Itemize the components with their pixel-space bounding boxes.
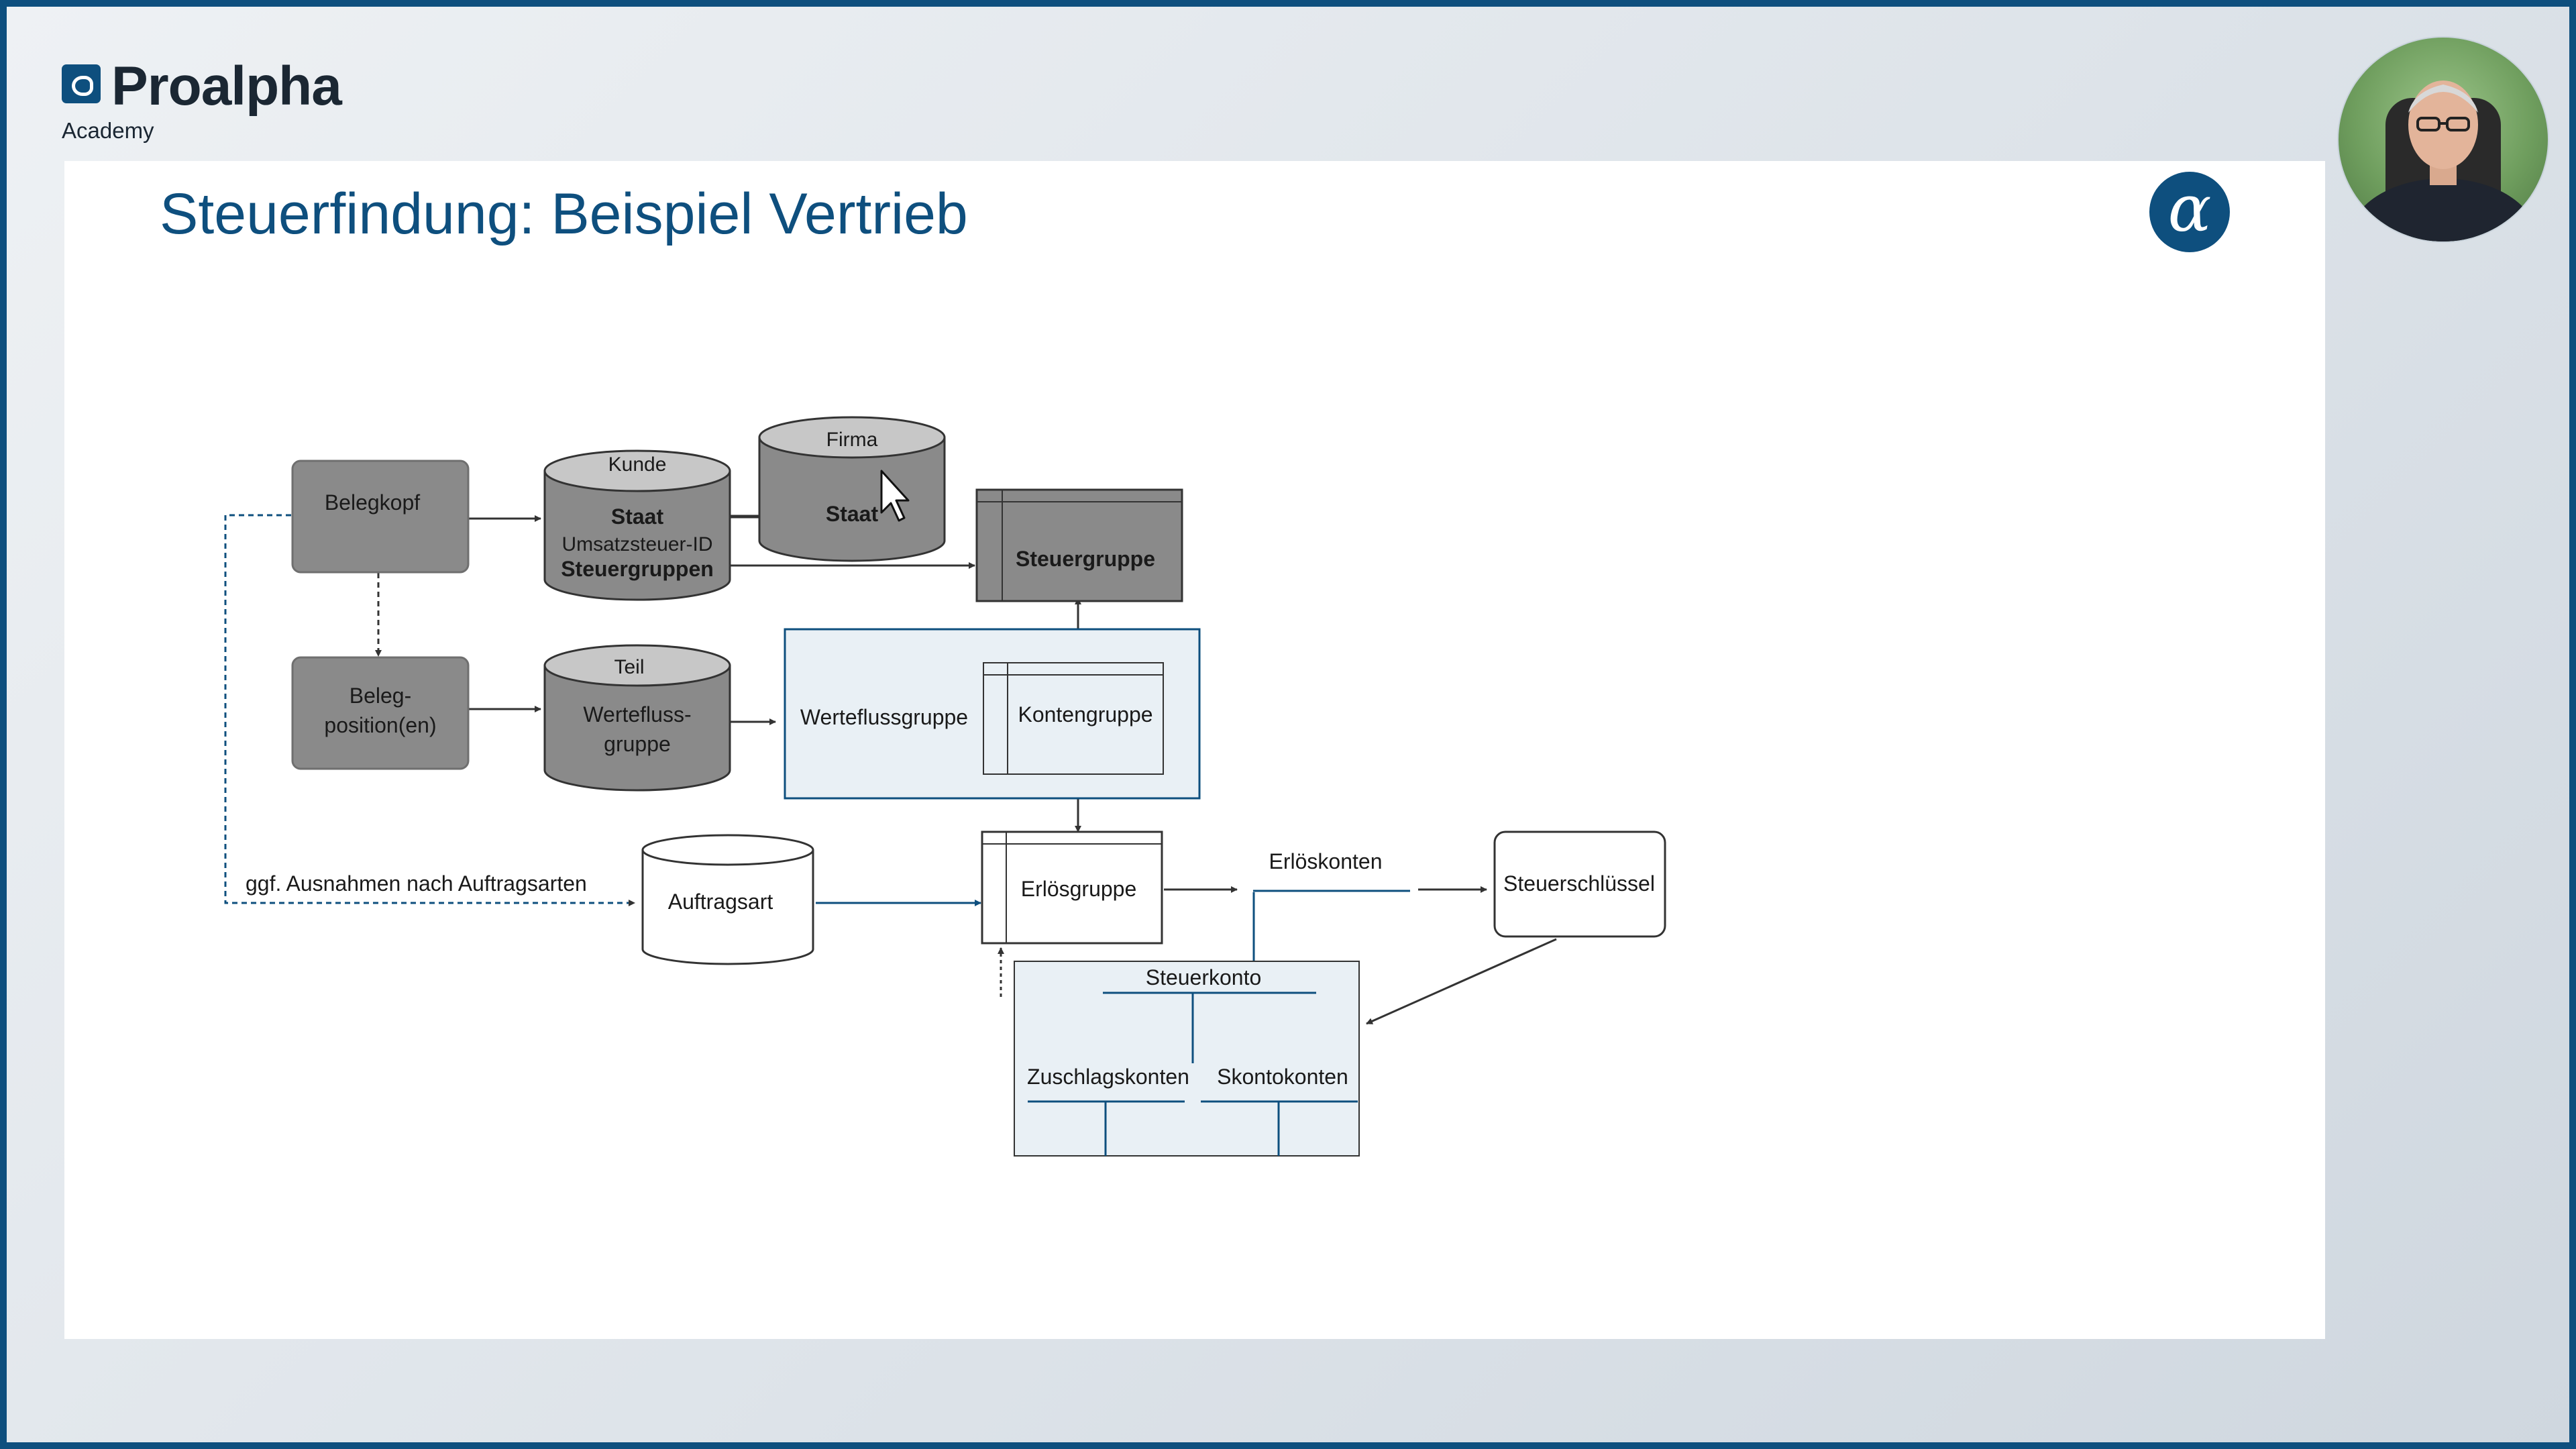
brand-subtitle: Academy	[62, 118, 154, 143]
svg-text:Steuergruppen: Steuergruppen	[561, 557, 714, 581]
belegposition-box: Beleg- position(en)	[291, 656, 470, 770]
svg-text:Kunde: Kunde	[608, 453, 667, 476]
steuerkonto-box: Steuerkonto Zuschlagskonten Skontokonten	[1014, 961, 1360, 1157]
kontengruppe-label: Kontengruppe	[1018, 702, 1152, 727]
svg-text:Erlösgruppe: Erlösgruppe	[1021, 877, 1137, 901]
svg-text:Umsatzsteuer-ID: Umsatzsteuer-ID	[561, 533, 712, 555]
ausnahmen-label: ggf. Ausnahmen nach Auftragsarten	[246, 871, 587, 896]
svg-text:Teil: Teil	[614, 656, 644, 678]
svg-text:Staat: Staat	[826, 502, 879, 526]
brand-name: Proalpha	[111, 56, 342, 117]
svg-text:Beleg-: Beleg-	[350, 684, 412, 708]
werteflussgruppe-box: Werteﬂussgruppe Kontengruppe	[784, 628, 1201, 800]
zuschlagskonten-label: Zuschlagskonten	[1027, 1065, 1189, 1089]
svg-text:Steuergruppe: Steuergruppe	[1016, 547, 1155, 571]
svg-text:Firma: Firma	[826, 429, 878, 451]
svg-text:Werteﬂussgruppe: Werteﬂussgruppe	[800, 705, 968, 729]
firma-cylinder: Firma Staat	[758, 416, 946, 562]
mouse-cursor-icon	[880, 470, 910, 522]
steuerschluessel-box: Steuerschlüssel	[1493, 830, 1666, 938]
presenter-webcam	[2337, 36, 2549, 243]
svg-text:Steuerschlüssel: Steuerschlüssel	[1503, 871, 1655, 896]
steuergruppe-box: Steuergruppe	[975, 488, 1183, 602]
svg-text:Auftragsart: Auftragsart	[668, 890, 773, 914]
svg-text:Steuerkonto: Steuerkonto	[1146, 965, 1262, 989]
skontokonten-label: Skontokonten	[1217, 1065, 1348, 1089]
svg-text:gruppe: gruppe	[604, 732, 671, 756]
svg-text:position(en): position(en)	[324, 713, 436, 737]
erloeskonten-label: Erlöskonten	[1253, 849, 1410, 892]
proalpha-logo-icon	[62, 64, 101, 103]
svg-text:Staat: Staat	[611, 504, 664, 529]
belegkopf-box: Belegkopf	[291, 460, 470, 574]
svg-text:Werteﬂuss-: Werteﬂuss-	[583, 702, 691, 727]
kunde-cylinder: Kunde Staat Umsatzsteuer-ID Steuergruppe…	[543, 449, 731, 601]
alpha-logo-icon: α	[2149, 172, 2230, 252]
svg-text:Belegkopf: Belegkopf	[325, 490, 420, 515]
teil-cylinder: Teil Werteﬂuss- gruppe	[543, 644, 731, 792]
slide-title: Steuerfindung: Beispiel Vertrieb	[160, 182, 968, 246]
tax-diagram: Belegkopf Beleg- position(en) Kunde Staa…	[224, 416, 1666, 1157]
erloesgruppe-box: Erlösgruppe	[981, 830, 1163, 945]
svg-text:Erlöskonten: Erlöskonten	[1269, 849, 1383, 873]
auftragsart-cylinder: Auftragsart	[641, 834, 814, 965]
slide: Steuerfindung: Beispiel Vertrieb α	[64, 161, 2325, 1339]
